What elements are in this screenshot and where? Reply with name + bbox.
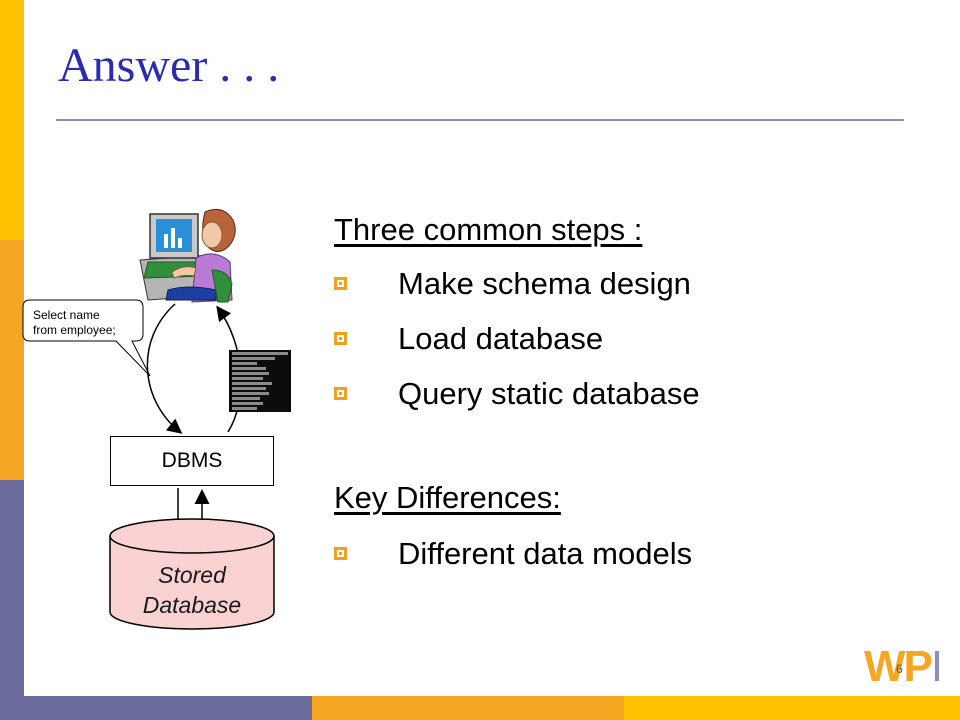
list-item: Make schema design <box>334 267 834 301</box>
steps-heading: Three common steps : <box>334 212 643 247</box>
stored-database-label: Stored Database <box>142 562 242 618</box>
slide-title: Answer . . . <box>58 39 280 92</box>
difference-text: Different data models <box>398 536 693 571</box>
logo-letter-p: P <box>903 642 933 691</box>
query-callout-text: Select name from employee; <box>33 308 116 337</box>
step-text: Load database <box>398 321 604 356</box>
user-computer-icon <box>139 208 236 303</box>
square-bullet-icon <box>334 332 347 345</box>
title-divider <box>56 119 904 121</box>
square-bullet-icon <box>334 277 347 290</box>
bottom-band-yellow <box>624 696 960 720</box>
step-text: Query static database <box>398 376 700 411</box>
bottom-band-slate <box>0 696 312 720</box>
differences-heading: Key Differences: <box>334 480 561 515</box>
square-bullet-icon <box>334 387 347 400</box>
terminal-output-thumbnail <box>229 350 291 412</box>
page-number: 6 <box>896 662 903 676</box>
wpi-logo: WPI <box>864 642 943 691</box>
square-bullet-icon <box>334 547 347 560</box>
logo-letter-i: I <box>930 642 943 691</box>
dbms-box: DBMS <box>110 436 274 486</box>
list-item: Different data models <box>334 537 834 571</box>
left-band-orange <box>0 240 24 480</box>
list-item: Query static database <box>334 377 834 411</box>
list-item: Load database <box>334 322 834 356</box>
left-band-yellow <box>0 0 24 240</box>
bottom-band-orange <box>312 696 624 720</box>
step-text: Make schema design <box>398 266 691 301</box>
left-band-slate <box>0 480 24 720</box>
logo-letter-w: W <box>864 642 906 691</box>
